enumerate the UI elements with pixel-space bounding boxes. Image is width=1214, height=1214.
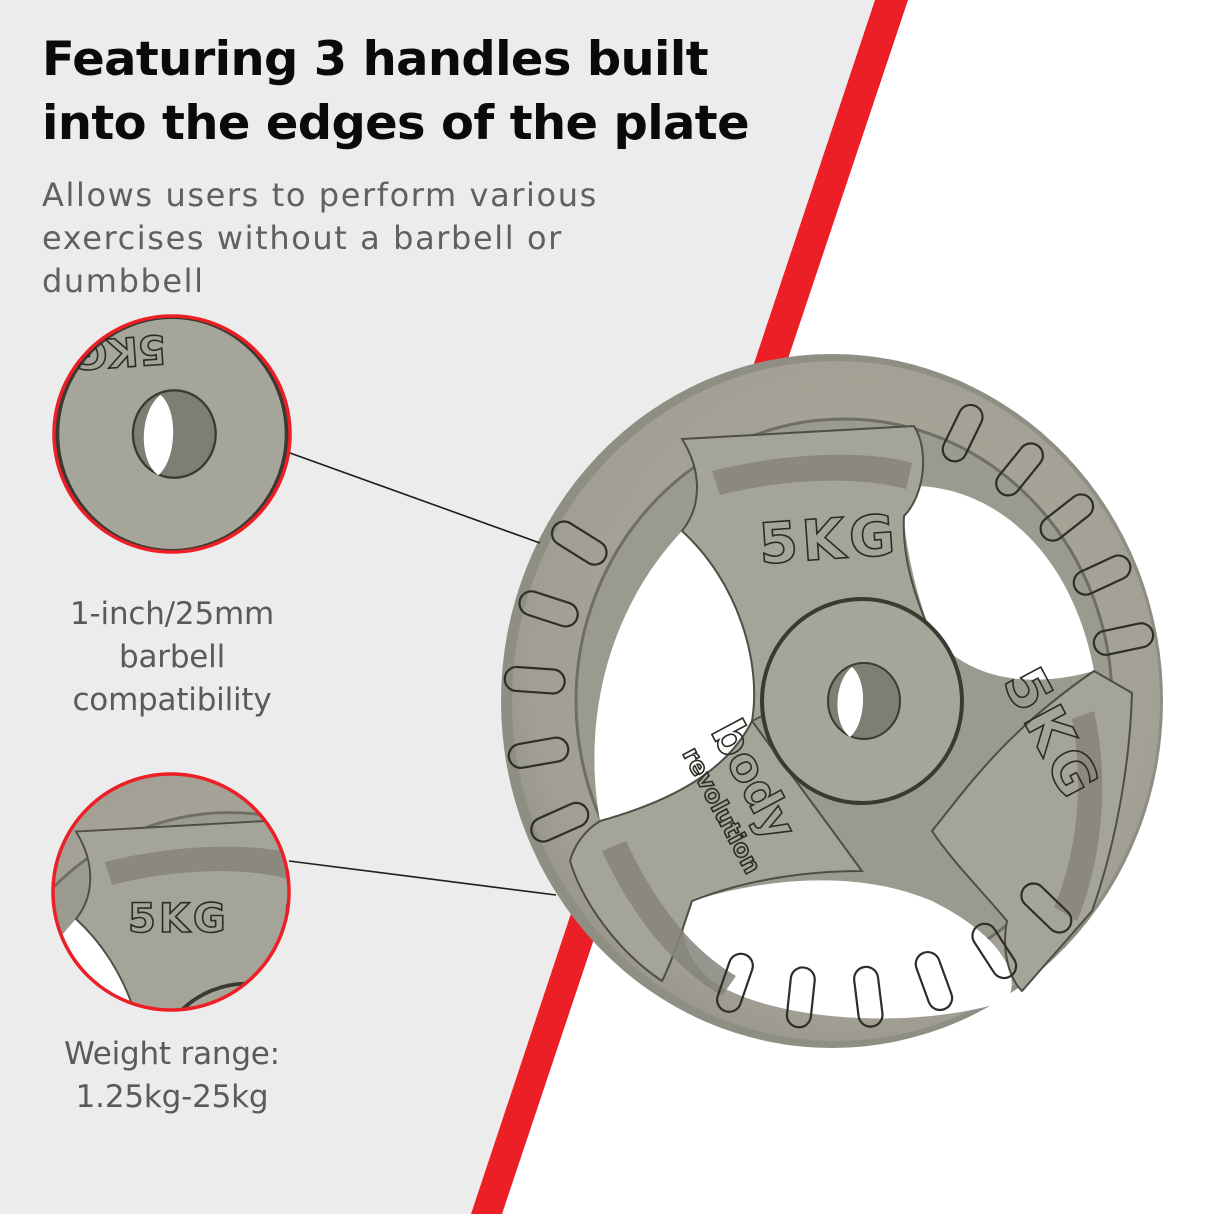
bore-line-1: 1-inch/25mm bbox=[70, 596, 274, 632]
callout-label-weight-range: Weight range: 1.25kg-25kg bbox=[12, 1033, 332, 1119]
bore-line-3: compatibility bbox=[72, 682, 272, 718]
subtitle: Allows users to perform various exercise… bbox=[42, 174, 722, 303]
headline: Featuring 3 handles built into the edges… bbox=[42, 28, 750, 156]
zoom2-weight-marking: 5KG bbox=[128, 896, 229, 942]
weight-range-line-2: 1.25kg-25kg bbox=[75, 1079, 269, 1115]
callout-label-bore: 1-inch/25mm barbell compatibility bbox=[12, 593, 332, 722]
headline-line-2: into the edges of the plate bbox=[42, 96, 750, 151]
weight-plate: 5KG 5KG body revolution bbox=[499, 352, 1165, 1050]
grip-slots bbox=[503, 403, 1155, 1029]
headline-line-1: Featuring 3 handles built bbox=[42, 32, 709, 87]
weight-marking-top: 5KG bbox=[757, 503, 902, 578]
connector-line-weight bbox=[288, 860, 557, 896]
bore-line-2: barbell bbox=[119, 639, 225, 675]
zoom-circle-weight: 5KG bbox=[51, 772, 291, 1012]
subtitle-line-3: dumbbell bbox=[42, 262, 205, 300]
subtitle-line-1: Allows users to perform various bbox=[42, 176, 598, 214]
zoom-circle-bore: 5KG bbox=[52, 314, 292, 554]
connector-line-bore bbox=[289, 452, 541, 544]
weight-range-line-1: Weight range: bbox=[64, 1036, 280, 1072]
subtitle-line-2: exercises without a barbell or bbox=[42, 219, 563, 257]
